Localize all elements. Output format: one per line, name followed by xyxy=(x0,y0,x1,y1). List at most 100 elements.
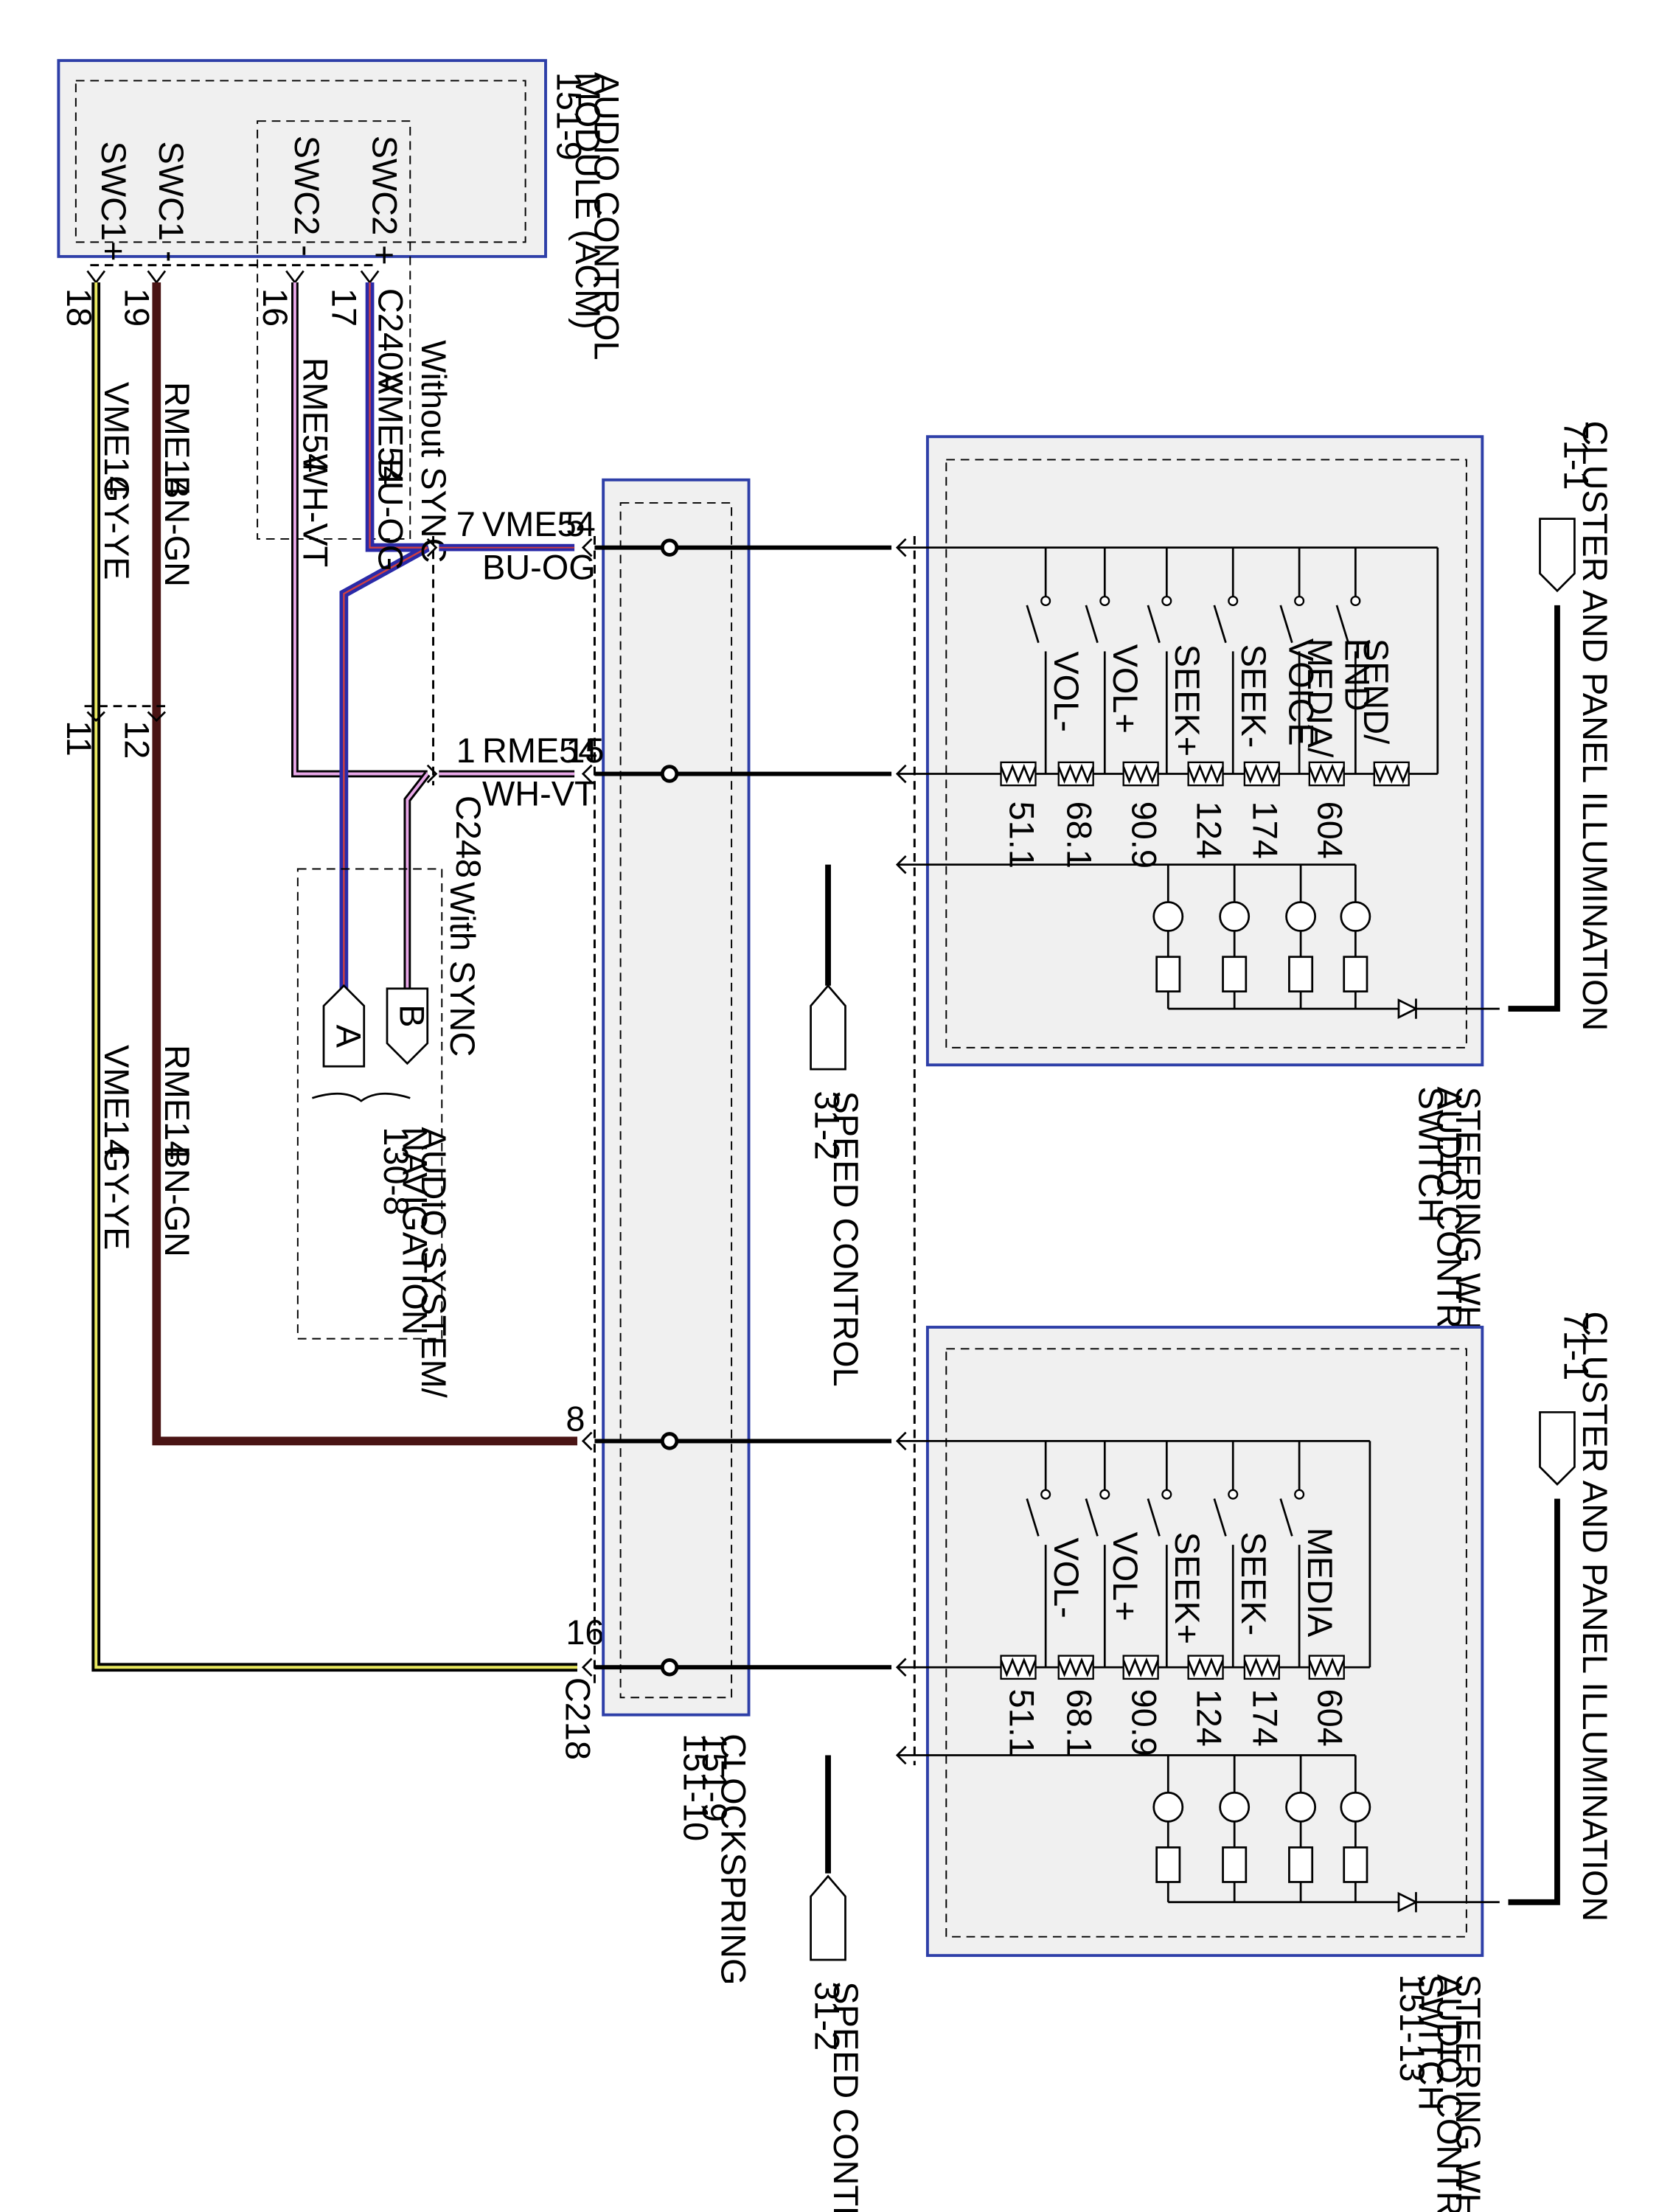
inline-connector: 11 12 xyxy=(60,705,171,759)
wire-rme54-whvt: RME54 WH-VT xyxy=(291,282,431,995)
svg-text:C248: C248 xyxy=(449,796,487,878)
svg-text:51.1: 51.1 xyxy=(1002,801,1040,869)
svg-text:VOL-: VOL- xyxy=(1047,1537,1085,1618)
svg-text:71-1: 71-1 xyxy=(1557,1312,1596,1381)
wire-vme14-gyye: VME14 GY-YE VME14 GY-YE xyxy=(91,282,577,1672)
svg-text:NAVIGATION: NAVIGATION xyxy=(395,1127,434,1335)
svg-text:SEEK-: SEEK- xyxy=(1234,1532,1273,1636)
svg-text:51.1: 51.1 xyxy=(1002,1689,1040,1756)
svg-text:BN-GN: BN-GN xyxy=(158,1146,196,1257)
svg-text:MEDIA: MEDIA xyxy=(1301,1528,1339,1638)
svg-text:16: 16 xyxy=(566,1613,604,1652)
acm-pin-swc2p: SWC2 + xyxy=(365,136,403,265)
svg-text:With SYNC: With SYNC xyxy=(443,882,481,1057)
switch-bottom-title: STEERING WHEEL/ AUDIO CONTROL SWITCH 151… xyxy=(1393,1975,1487,2212)
svg-text:SEND/: SEND/ xyxy=(1357,639,1395,745)
switch-contacts xyxy=(1026,547,1357,774)
acm-title: AUDIO CONTROL MODULE (ACM) 151-9 xyxy=(550,72,626,361)
svg-text:BU-OG: BU-OG xyxy=(371,458,409,571)
svg-text:MEDIA/: MEDIA/ xyxy=(1301,639,1339,759)
svg-text:604: 604 xyxy=(1311,1689,1349,1747)
svg-text:GY-YE: GY-YE xyxy=(97,476,136,580)
svg-text:71-1: 71-1 xyxy=(1557,421,1596,490)
svg-text:AUDIO SYSTEM/: AUDIO SYSTEM/ xyxy=(414,1127,453,1398)
svg-text:BN-GN: BN-GN xyxy=(158,476,196,587)
without-sync-label: Without SYNC xyxy=(414,340,453,563)
svg-text:VOL+: VOL+ xyxy=(1106,644,1144,734)
svg-text:C218: C218 xyxy=(558,1677,597,1760)
svg-text:90.9: 90.9 xyxy=(1124,1689,1163,1756)
steering-wheel-switch-bottom: VOL- VOL+ SEEK+ SEEK- MEDIA 51.1 68.1 90… xyxy=(895,1326,1500,2212)
svg-text:BU-OG: BU-OG xyxy=(482,549,596,587)
svg-text:174: 174 xyxy=(1246,801,1284,859)
svg-text:VOL-: VOL- xyxy=(1047,651,1085,731)
connector-c248: 7 1 C248 VME54 BU-OG RME54 WH-VT xyxy=(426,505,597,878)
svg-text:SEEK-: SEEK- xyxy=(1234,644,1273,748)
svg-text:8: 8 xyxy=(566,1400,585,1439)
svg-text:12: 12 xyxy=(117,720,156,759)
svg-text:1: 1 xyxy=(456,731,476,770)
svg-text:VME54: VME54 xyxy=(482,505,596,543)
svg-text:151-13: 151-13 xyxy=(1393,1975,1431,2082)
cluster-illumination-bottom: CLUSTER AND PANEL ILLUMINATION 71-1 xyxy=(1508,1312,1614,1922)
svg-text:VME14: VME14 xyxy=(97,1045,136,1158)
pin-number: 19 xyxy=(117,288,156,327)
svg-text:VME14: VME14 xyxy=(97,382,136,495)
svg-text:RME54: RME54 xyxy=(482,731,597,770)
acm-pin-swc1m: SWC1 - xyxy=(152,142,190,262)
svg-text:5: 5 xyxy=(566,505,585,543)
svg-text:15: 15 xyxy=(566,731,604,770)
svg-text:MODULE (ACM): MODULE (ACM) xyxy=(568,72,607,330)
svg-text:CLUSTER AND PANEL ILLUMINATION: CLUSTER AND PANEL ILLUMINATION xyxy=(1576,421,1614,1032)
svg-text:AUDIO CONTROL: AUDIO CONTROL xyxy=(1430,1975,1469,2212)
clockspring: 5 15 CLOCKSPRING 151-9 151-10 xyxy=(566,478,892,1985)
svg-text:11: 11 xyxy=(60,720,98,757)
svg-text:VOL+: VOL+ xyxy=(1106,1532,1144,1621)
wire-rme14-bngn: RME14 BN-GN RME14 BN-GN xyxy=(152,282,577,1446)
svg-text:STEERING WHEEL/: STEERING WHEEL/ xyxy=(1449,1975,1487,2212)
with-sync-option: With SYNC A B AUDIO SYSTEM/ NAVIGATION 1… xyxy=(296,868,481,1399)
svg-text:WH-VT: WH-VT xyxy=(296,454,335,568)
acm-pin-swc1p: SWC1+ xyxy=(94,142,133,262)
connector-c218: 8 16 C218 xyxy=(558,1400,604,1760)
steering-wheel-switch-top: VOL- VOL+ SEEK+ SEEK- MEDIA/VOICE SEND/E… xyxy=(895,435,1500,1406)
svg-text:31-2: 31-2 xyxy=(807,1091,846,1160)
svg-text:CLOCKSPRING: CLOCKSPRING xyxy=(714,1733,752,1985)
svg-text:68.1: 68.1 xyxy=(1060,1689,1098,1756)
connector-a-tag xyxy=(322,984,366,1068)
svg-text:A: A xyxy=(330,1025,368,1048)
svg-text:RME14: RME14 xyxy=(158,382,196,497)
svg-text:SWITCH: SWITCH xyxy=(1411,1975,1450,2111)
clockspring-title: CLOCKSPRING 151-9 151-10 xyxy=(677,1733,753,1985)
svg-text:GY-YE: GY-YE xyxy=(97,1146,136,1251)
svg-text:SPEED CONTROL: SPEED CONTROL xyxy=(827,1981,865,2212)
pin-number: 16 xyxy=(256,288,294,327)
svg-text:END: END xyxy=(1338,639,1377,712)
svg-text:CLUSTER AND PANEL ILLUMINATION: CLUSTER AND PANEL ILLUMINATION xyxy=(1576,1312,1614,1922)
svg-text:90.9: 90.9 xyxy=(1124,801,1163,869)
speed-control-bottom: SPEED CONTROL 31-2 xyxy=(807,1755,865,2212)
svg-text:VME54: VME54 xyxy=(371,372,409,485)
audio-system-label: AUDIO SYSTEM/ NAVIGATION 130-8 xyxy=(377,1127,453,1398)
svg-text:124: 124 xyxy=(1189,1689,1228,1747)
svg-text:7: 7 xyxy=(456,505,476,543)
cluster-illumination-top: CLUSTER AND PANEL ILLUMINATION 71-1 xyxy=(1508,421,1614,1032)
svg-text:130-8: 130-8 xyxy=(377,1127,415,1215)
svg-text:151-9: 151-9 xyxy=(550,72,588,161)
svg-text:B: B xyxy=(393,1004,431,1027)
svg-text:RME54: RME54 xyxy=(296,358,335,473)
svg-text:WH-VT: WH-VT xyxy=(482,775,596,813)
svg-text:SWITCH: SWITCH xyxy=(1411,1087,1450,1223)
svg-text:174: 174 xyxy=(1246,1689,1284,1747)
svg-text:SPEED CONTROL: SPEED CONTROL xyxy=(827,1091,865,1386)
svg-text:31-2: 31-2 xyxy=(807,1981,846,2051)
resistor-chain xyxy=(1000,761,1411,787)
acm-pin-swc2m: SWC2 - xyxy=(288,136,326,257)
svg-text:124: 124 xyxy=(1189,801,1228,859)
connector-b-tag xyxy=(386,987,429,1065)
svg-text:C240A: C240A xyxy=(371,288,409,394)
svg-text:RME14: RME14 xyxy=(158,1045,196,1160)
led-array xyxy=(1152,864,1500,1020)
svg-text:151-10: 151-10 xyxy=(677,1733,715,1841)
